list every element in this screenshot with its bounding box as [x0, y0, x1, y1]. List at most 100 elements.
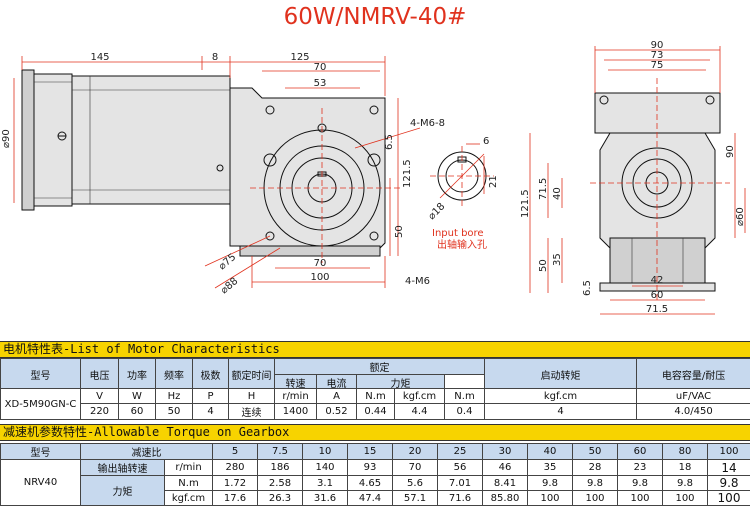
- torque-kgf-value: 31.6: [302, 490, 348, 506]
- motor-speed-value: 1400: [274, 403, 317, 420]
- dim-4-m6-8: 4-M6-8: [410, 118, 445, 129]
- motor-unit-h: H: [228, 388, 275, 404]
- front-dim-42: 42: [651, 275, 664, 286]
- motor-rated-time-value: 连续: [228, 403, 275, 420]
- speed-value: 35: [527, 459, 573, 476]
- speed-value: 186: [257, 459, 303, 476]
- bore-label-cn: 出轴输入孔: [437, 238, 487, 251]
- dim-50-side: 50: [394, 225, 405, 238]
- dim-6-5-side: 6.5: [384, 134, 395, 150]
- motor-values-table: XD-5M90GN-C V W Hz P H r/min A N.m kgf.c…: [0, 388, 750, 420]
- front-dim-dia-60: ⌀60: [735, 207, 746, 226]
- motor-torque-kgf-value: 4.4: [394, 403, 445, 420]
- motor-unit-hz: Hz: [155, 388, 193, 404]
- torque-kgf-value: 100: [527, 490, 573, 506]
- motor-header-current: 电流: [316, 374, 357, 391]
- side-view: 145 8 125 70 53 4-M6-8 6.5 121.5 50 70 1…: [1, 52, 445, 296]
- dim-121-5-side: 121.5: [402, 159, 413, 188]
- motor-header-frequency: 频率: [155, 358, 193, 391]
- gearbox-section-title: 减速机参数特性-Allowable Torque on Gearbox: [0, 424, 750, 441]
- ratio-50: 50: [572, 443, 618, 460]
- front-dim-71-5-bottom: 71.5: [646, 304, 668, 315]
- motor-header-capacitor: 电容容量/耐压: [636, 358, 750, 391]
- motor-section-title: 电机特性表-List of Motor Characteristics: [0, 341, 750, 358]
- motor-header-model: 型号: [0, 358, 81, 391]
- front-view: 90 73 75 90 71.5 40 121.5 35 50 ⌀60 6.5 …: [520, 40, 746, 315]
- motor-unit-start-kgfcm: kgf.cm: [483, 388, 638, 404]
- bore-dim-dia-18: ⌀18: [426, 201, 447, 222]
- motor-voltage-value: 220: [80, 403, 119, 420]
- torque-kgf-unit: kgf.cm: [164, 490, 213, 506]
- motor-unit-cap: uF/VAC: [636, 388, 750, 404]
- torque-label: 力矩: [80, 475, 165, 506]
- motor-unit-rmin: r/min: [274, 388, 317, 404]
- motor-header-rated: 额定: [273, 358, 486, 375]
- motor-start-nm-value: 0.4: [444, 403, 485, 420]
- torque-kgf-value: 100: [617, 490, 663, 506]
- dim-125: 125: [290, 52, 309, 63]
- torque-nm-value: 9.8: [617, 475, 663, 491]
- motor-unit-w: W: [118, 388, 156, 404]
- torque-kgf-value: 26.3: [257, 490, 303, 506]
- torque-kgf-value: 17.6: [212, 490, 258, 506]
- torque-nm-value: 9.8: [572, 475, 618, 491]
- motor-unit-nm: N.m: [356, 388, 395, 404]
- front-dim-73: 73: [651, 50, 664, 61]
- front-dim-71-5-left: 71.5: [538, 178, 549, 200]
- front-dim-35: 35: [552, 253, 563, 266]
- motor-power-value: 60: [118, 403, 156, 420]
- ratio-25: 25: [437, 443, 483, 460]
- gearbox-header-model: 型号: [0, 443, 81, 460]
- motor-start-kgf-value: 4: [483, 403, 638, 420]
- dim-dia-90: ⌀90: [1, 129, 12, 148]
- torque-kgf-value: 57.1: [392, 490, 438, 506]
- speed-value: 18: [662, 459, 708, 476]
- torque-nm-value: 7.01: [437, 475, 483, 491]
- speed-value: 28: [572, 459, 618, 476]
- torque-nm-value: 3.1: [302, 475, 348, 491]
- ratio-15: 15: [347, 443, 393, 460]
- speed-value: 46: [482, 459, 528, 476]
- front-dim-50: 50: [538, 259, 549, 272]
- motor-header-start-torque: 启动转矩: [484, 358, 638, 391]
- motor-unit-v: V: [80, 388, 119, 404]
- torque-kgf-value: 100: [572, 490, 618, 506]
- front-dim-121-5: 121.5: [520, 189, 531, 218]
- motor-model: XD-5M90GN-C: [0, 388, 81, 420]
- motor-unit-kgfcm: kgf.cm: [394, 388, 445, 404]
- torque-kgf-value: 47.4: [347, 490, 393, 506]
- speed-value: 56: [437, 459, 483, 476]
- torque-nm-value: 5.6: [392, 475, 438, 491]
- motor-unit-a: A: [316, 388, 357, 404]
- torque-nm-value: 9.8: [527, 475, 573, 491]
- gearbox-model: NRV40: [0, 459, 81, 506]
- torque-nm-value: 9.8: [707, 475, 750, 491]
- ratio-100: 100: [707, 443, 750, 460]
- torque-nm-unit: N.m: [164, 475, 213, 491]
- dim-8: 8: [212, 52, 218, 63]
- motor-unit-start-nm: N.m: [444, 388, 485, 404]
- ratio-80: 80: [662, 443, 708, 460]
- bore-label-en: Input bore: [432, 228, 484, 239]
- gearbox-table: 型号 减速比 5 7.5 10 15 20 25 30 40 50 60 80 …: [0, 443, 750, 506]
- bore-dim-6: 6: [483, 136, 489, 147]
- speed-value: 70: [392, 459, 438, 476]
- ratio-5: 5: [212, 443, 258, 460]
- speed-value: 280: [212, 459, 258, 476]
- motor-header-power: 功率: [118, 358, 156, 391]
- ratio-20: 20: [392, 443, 438, 460]
- speed-value: 93: [347, 459, 393, 476]
- dim-4-m6: 4-M6: [405, 276, 430, 287]
- motor-frequency-value: 50: [155, 403, 193, 420]
- front-dim-90-right: 90: [725, 145, 736, 158]
- ratio-30: 30: [482, 443, 528, 460]
- motor-header-voltage: 电压: [80, 358, 119, 391]
- front-dim-6-5: 6.5: [582, 280, 593, 296]
- dim-53: 53: [314, 78, 327, 89]
- motor-header-speed: 转速: [274, 374, 317, 391]
- motor-capacitor-value: 4.0/450: [636, 403, 750, 420]
- speed-value: 14: [707, 459, 750, 476]
- dim-145: 145: [90, 52, 109, 63]
- speed-value: 23: [617, 459, 663, 476]
- motor-header-rated-time: 额定时间: [228, 358, 275, 391]
